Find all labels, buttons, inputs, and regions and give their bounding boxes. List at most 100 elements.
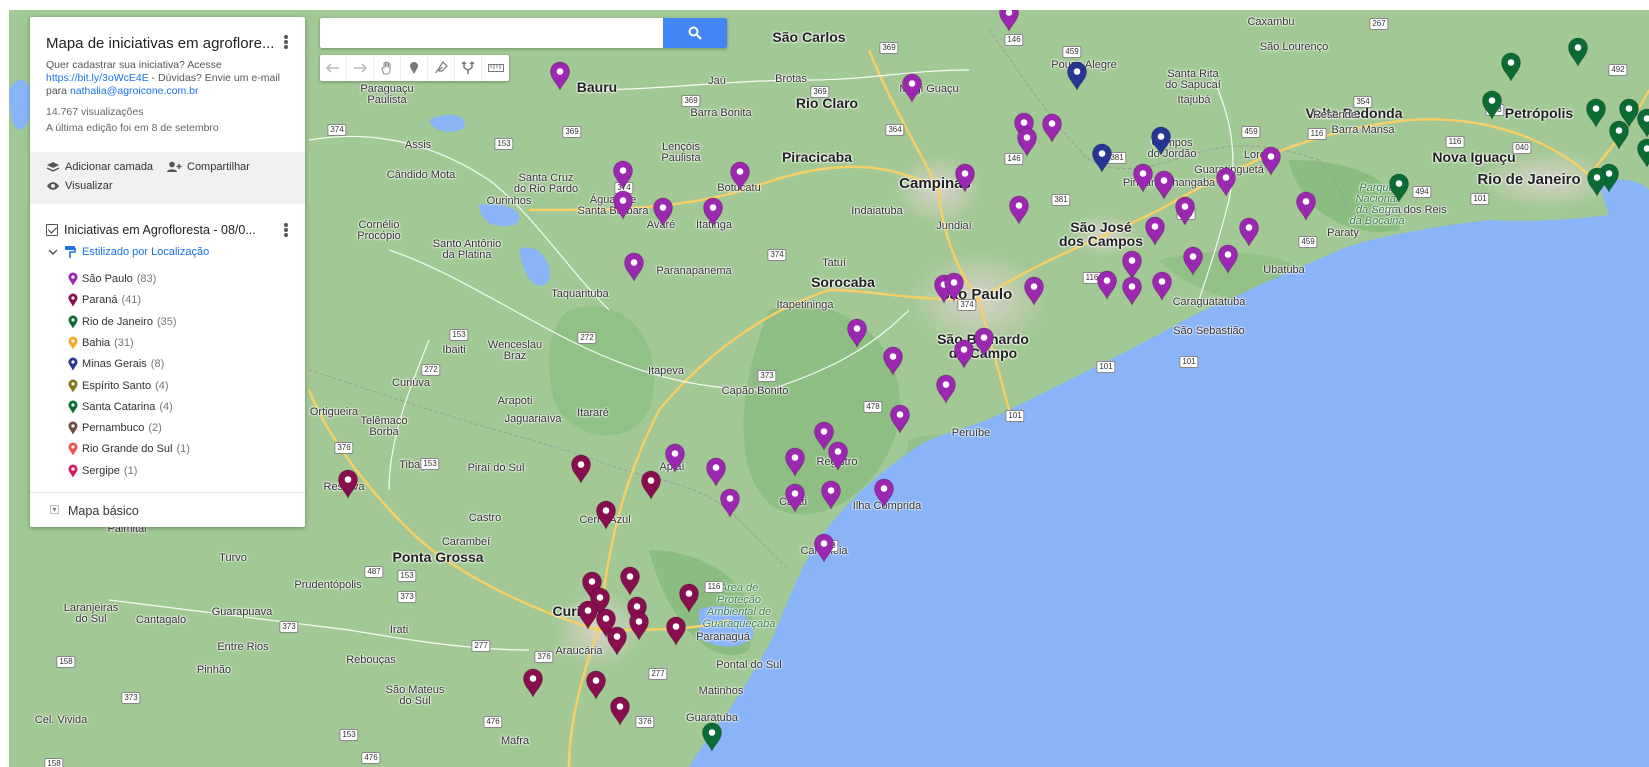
legend-item[interactable]: São Paulo(83)	[68, 272, 156, 286]
map-marker-icon[interactable]	[1238, 217, 1260, 247]
layer-style-row[interactable]: Estilizado por Localização	[48, 245, 209, 259]
map-marker-icon[interactable]	[1066, 61, 1088, 91]
chevron-down-icon[interactable]	[48, 248, 58, 256]
map-marker-icon[interactable]	[577, 600, 599, 630]
map-marker-icon[interactable]	[873, 478, 895, 508]
map-marker-icon[interactable]	[943, 272, 965, 302]
map-marker-icon[interactable]	[784, 447, 806, 477]
email-link[interactable]: nathalia@agroicone.com.br	[69, 85, 199, 97]
directions-button[interactable]	[455, 55, 482, 81]
legend-item[interactable]: Paraná(41)	[68, 293, 141, 307]
map-marker-icon[interactable]	[1217, 244, 1239, 274]
map-marker-icon[interactable]	[585, 670, 607, 700]
map-marker-icon[interactable]	[846, 318, 868, 348]
map-marker-icon[interactable]	[1008, 195, 1030, 225]
legend-item[interactable]: Bahia(31)	[68, 336, 134, 350]
map-marker-icon[interactable]	[665, 616, 687, 646]
map-marker-icon[interactable]	[901, 73, 923, 103]
redo-button[interactable]	[347, 55, 374, 81]
map-marker-icon[interactable]	[678, 583, 700, 613]
measure-button[interactable]	[482, 55, 509, 81]
draw-line-button[interactable]	[428, 55, 455, 81]
map-marker-icon[interactable]	[1215, 167, 1237, 197]
map-marker-icon[interactable]	[522, 668, 544, 698]
map-marker-icon[interactable]	[640, 470, 662, 500]
map-marker-icon[interactable]	[729, 161, 751, 191]
map-marker-icon[interactable]	[549, 61, 571, 91]
map-marker-icon[interactable]	[1586, 167, 1608, 197]
map-marker-icon[interactable]	[570, 454, 592, 484]
map-marker-icon[interactable]	[612, 190, 634, 220]
map-options-menu-icon[interactable]	[279, 33, 293, 51]
map-marker-icon[interactable]	[337, 469, 359, 499]
signup-link[interactable]: https://bit.ly/3oWcE4E	[46, 72, 149, 84]
map-marker-icon[interactable]	[1091, 143, 1113, 173]
map-marker-icon[interactable]	[1295, 191, 1317, 221]
map-marker-icon[interactable]	[1481, 90, 1503, 120]
legend-item[interactable]: Pernambuco(2)	[68, 421, 162, 435]
map-marker-icon[interactable]	[953, 339, 975, 369]
map-marker-icon[interactable]	[1041, 113, 1063, 143]
map-marker-icon[interactable]	[612, 160, 634, 190]
map-marker-icon[interactable]	[827, 441, 849, 471]
map-marker-icon[interactable]	[954, 163, 976, 193]
map-marker-icon[interactable]	[813, 421, 835, 451]
map-marker-icon[interactable]	[664, 443, 686, 473]
map-marker-icon[interactable]	[1023, 276, 1045, 306]
map-marker-icon[interactable]	[998, 10, 1020, 32]
map-marker-icon[interactable]	[623, 252, 645, 282]
map-marker-icon[interactable]	[1151, 271, 1173, 301]
map-marker-icon[interactable]	[1636, 138, 1649, 168]
map-marker-icon[interactable]	[889, 404, 911, 434]
map-marker-icon[interactable]	[1121, 276, 1143, 306]
map-marker-icon[interactable]	[1388, 173, 1410, 203]
map-marker-icon[interactable]	[882, 346, 904, 376]
map-marker-icon[interactable]	[1144, 216, 1166, 246]
map-marker-icon[interactable]	[595, 500, 617, 530]
map-marker-icon[interactable]	[1636, 108, 1649, 138]
share-button[interactable]: Compartilhar	[166, 161, 250, 173]
preview-button[interactable]: Visualizar	[46, 180, 113, 192]
legend-item[interactable]: Sergipe(1)	[68, 464, 137, 478]
map-marker-icon[interactable]	[1132, 163, 1154, 193]
map-marker-icon[interactable]	[652, 197, 674, 227]
basemap-row[interactable]: ▾ Mapa básico	[30, 492, 305, 527]
map-marker-icon[interactable]	[1567, 37, 1589, 67]
map-marker-icon[interactable]	[609, 696, 631, 726]
map-marker-icon[interactable]	[1121, 250, 1143, 280]
map-marker-icon[interactable]	[1182, 246, 1204, 276]
map-marker-icon[interactable]	[1016, 127, 1038, 157]
map-marker-icon[interactable]	[1500, 52, 1522, 82]
map-marker-icon[interactable]	[628, 611, 650, 641]
map-marker-icon[interactable]	[619, 566, 641, 596]
map-marker-icon[interactable]	[1585, 98, 1607, 128]
search-button[interactable]	[663, 18, 727, 48]
legend-item[interactable]: Minas Gerais(8)	[68, 357, 164, 371]
map-marker-icon[interactable]	[1174, 196, 1196, 226]
legend-item[interactable]: Rio de Janeiro(35)	[68, 315, 177, 329]
layer-style-label[interactable]: Estilizado por Localização	[82, 246, 210, 258]
map-marker-icon[interactable]	[1153, 170, 1175, 200]
map-marker-icon[interactable]	[784, 483, 806, 513]
map-marker-icon[interactable]	[1618, 98, 1640, 128]
legend-item[interactable]: Espírito Santo(4)	[68, 379, 169, 393]
legend-item[interactable]: Santa Catarina(4)	[68, 400, 173, 414]
add-marker-button[interactable]	[401, 55, 428, 81]
add-layer-button[interactable]: Adicionar camada	[46, 161, 153, 173]
map-marker-icon[interactable]	[820, 480, 842, 510]
map-marker-icon[interactable]	[1260, 146, 1282, 176]
undo-button[interactable]	[320, 55, 347, 81]
expand-icon[interactable]: ▾	[50, 505, 59, 514]
pan-tool-button[interactable]	[374, 55, 401, 81]
map-marker-icon[interactable]	[1608, 120, 1630, 150]
map-title[interactable]: Mapa de iniciativas em agroflore...	[46, 35, 275, 52]
layer-name[interactable]: Iniciativas em Agrofloresta - 08/0...	[64, 223, 256, 237]
map-marker-icon[interactable]	[705, 457, 727, 487]
basemap-label[interactable]: Mapa básico	[68, 504, 139, 518]
map-marker-icon[interactable]	[702, 197, 724, 227]
map-marker-icon[interactable]	[1150, 126, 1172, 156]
map-marker-icon[interactable]	[606, 626, 628, 656]
layer-visibility-checkbox[interactable]	[46, 224, 58, 236]
map-marker-icon[interactable]	[935, 374, 957, 404]
map-marker-icon[interactable]	[1096, 270, 1118, 300]
